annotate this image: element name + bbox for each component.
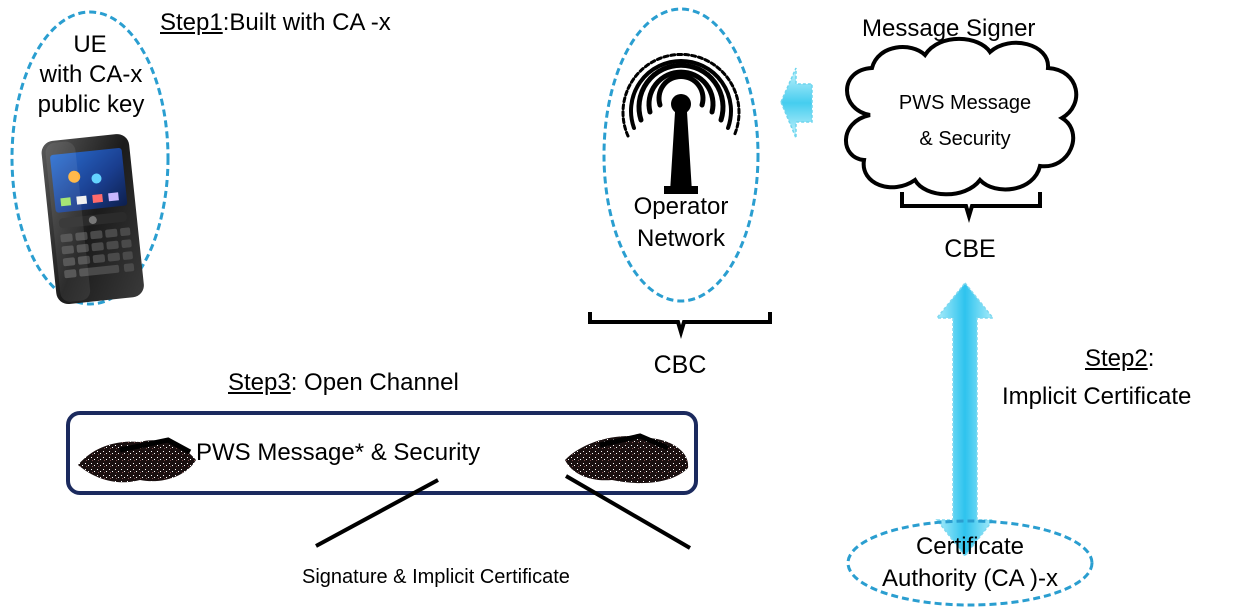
- ue-subtitle-line1: with CA-x: [39, 61, 143, 88]
- ca-label-line2: Authority (CA )-x: [881, 565, 1059, 592]
- double-arrow-icon: [935, 281, 995, 558]
- ca-ellipse: [846, 519, 1094, 607]
- channel-message: PWS Message* & Security: [196, 439, 481, 466]
- annotation-line-right: [564, 474, 692, 550]
- ue-subtitle-line2: public key: [37, 91, 145, 118]
- cloud-text-line1: PWS Message: [898, 92, 1032, 114]
- operator-ellipse: [602, 7, 760, 303]
- operator-label-line2: Network: [636, 225, 726, 252]
- ue-label: UE: [73, 31, 107, 58]
- antenna-tower-icon: [621, 53, 741, 194]
- cbe-bracket: [900, 192, 1042, 223]
- signature-annotation: Signature & Implicit Certificate: [302, 566, 570, 588]
- step2-suffix: :: [1147, 345, 1155, 372]
- step1-text: :Built with CA -x: [222, 9, 391, 36]
- ue-ellipse: [10, 10, 170, 306]
- cloud-text-line2: & Security: [919, 128, 1011, 150]
- step1-caption: Step1:Built with CA -x: [160, 9, 391, 36]
- cloud-shape: [844, 36, 1079, 197]
- step2-text: Implicit Certificate: [1002, 383, 1192, 410]
- scribble-left: [78, 437, 196, 483]
- scribble-right: [565, 433, 689, 484]
- annotation-line-left: [315, 478, 439, 548]
- step3-caption: Step3: Open Channel: [228, 369, 459, 396]
- blackberry-phone-icon: [41, 134, 144, 305]
- step2-label: Step2: [1085, 345, 1148, 372]
- operator-label-line1: Operator: [633, 193, 729, 220]
- cbc-label: CBC: [653, 351, 707, 379]
- step2-caption: Step2:: [1085, 345, 1155, 372]
- cbe-label: CBE: [944, 235, 996, 263]
- open-channel-box: [66, 411, 698, 495]
- step3-label: Step3: [228, 369, 291, 396]
- left-arrow-icon: [780, 67, 813, 139]
- cbc-bracket: [588, 312, 772, 339]
- ca-label-line1: Certificate: [915, 533, 1025, 560]
- step3-text: : Open Channel: [290, 369, 459, 396]
- message-signer-title: Message Signer: [862, 15, 1036, 42]
- step1-label: Step1: [160, 9, 223, 36]
